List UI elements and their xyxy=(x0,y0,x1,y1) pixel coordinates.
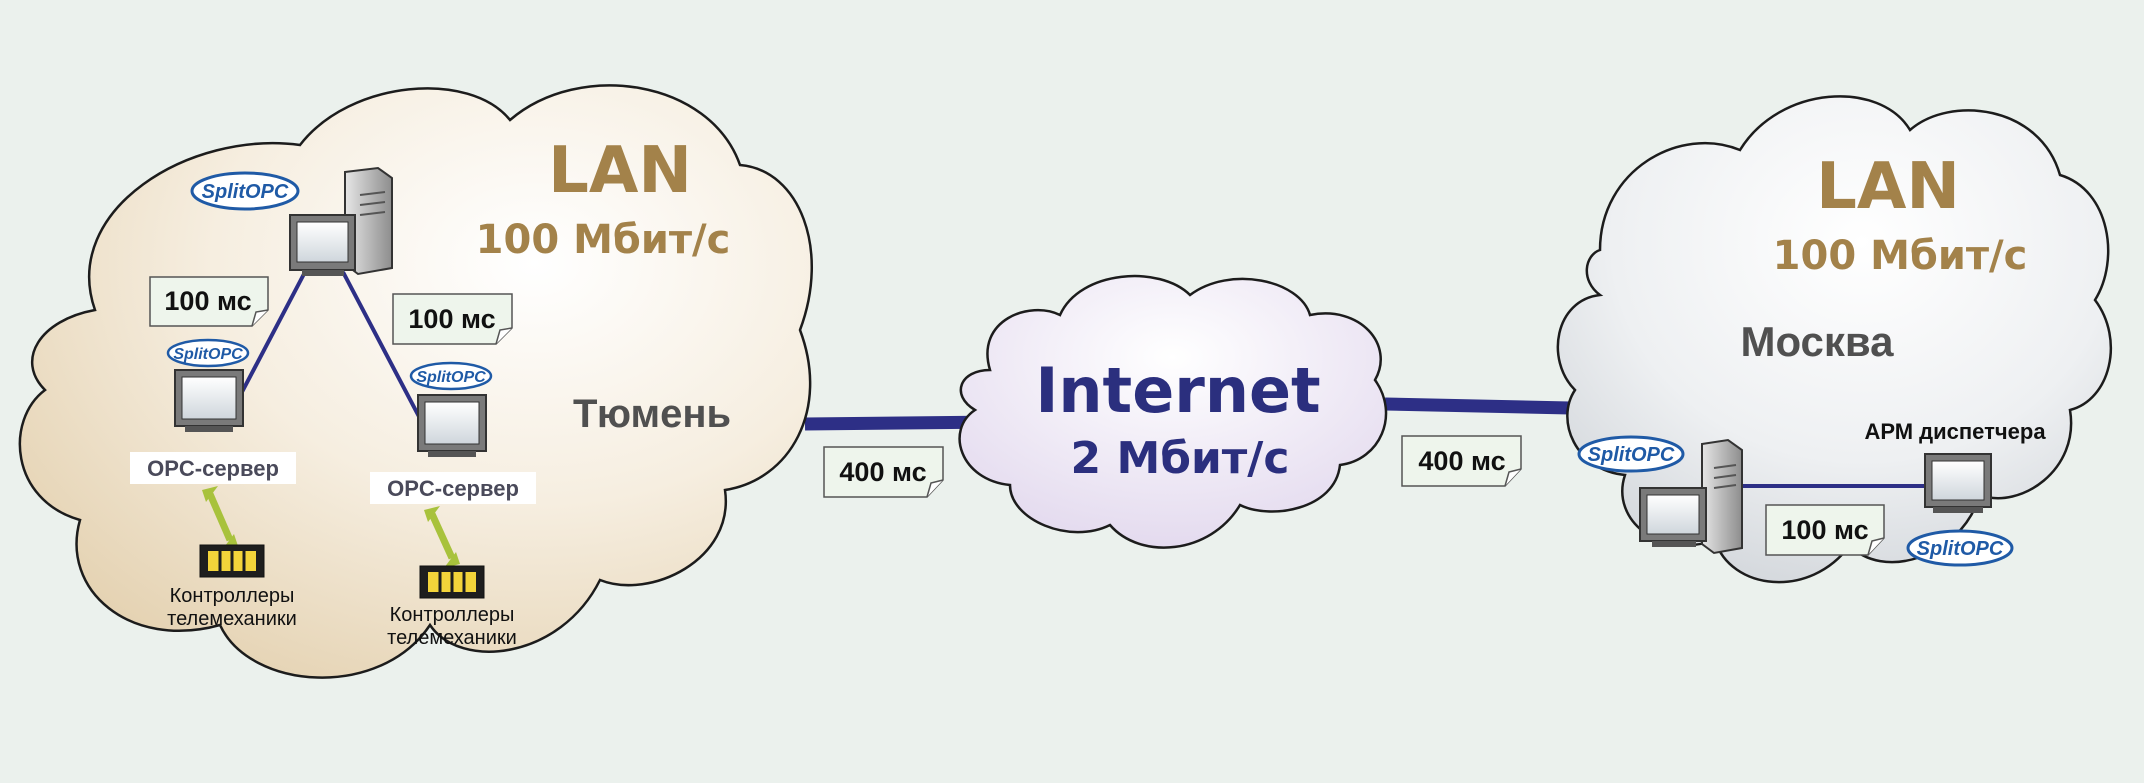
splitopc-logo-text: SplitOPC xyxy=(173,346,243,363)
note-fold xyxy=(495,327,513,345)
controller-1-label-line2: телемеханики xyxy=(167,608,297,630)
splitopc-logo: SplitOPC xyxy=(1577,435,1685,473)
splitopc-logo-ellipse xyxy=(1577,435,1685,473)
moscow-server-case-slot xyxy=(1713,464,1737,469)
moscow-server-stand xyxy=(1652,541,1696,547)
controller-1: Контроллеры телемеханики xyxy=(167,544,297,630)
controller-2-label-line2: телемеханики xyxy=(387,627,517,649)
latency-note-wan-left: 400 мс xyxy=(823,446,944,498)
moscow-lan-label: LAN xyxy=(1816,150,1960,224)
splitopc-logo-text: SplitOPC xyxy=(202,181,289,203)
controller-2-label-line1: Контроллеры xyxy=(390,604,515,626)
splitopc-logo-text: SplitOPC xyxy=(416,369,486,386)
splitopc-logo: SplitOPC xyxy=(409,361,493,391)
opc2-stand xyxy=(428,451,476,457)
link-server-opc2 xyxy=(341,271,427,429)
moscow-speed-label: 100 Мбит/с xyxy=(1773,233,2028,279)
tyumen-lan-label: LAN xyxy=(548,134,692,208)
tyumen-lan-links xyxy=(240,271,427,429)
link-server-opc1 xyxy=(240,271,307,393)
server-screen xyxy=(296,221,349,263)
latency-note-wan-right: 400 мс xyxy=(1401,435,1522,487)
latency-note-tyumen-1: 100 мс xyxy=(149,276,269,327)
note-text: 400 мс xyxy=(839,457,926,487)
tyumen-city-label: Тюмень xyxy=(573,392,731,436)
splitopc-logo-ellipse xyxy=(190,171,300,211)
internet-speed: 2 Мбит/с xyxy=(1071,433,1290,484)
note-text: 100 мс xyxy=(164,286,251,316)
internet-cloud-shape xyxy=(958,274,1388,549)
server-case-slot xyxy=(359,191,386,196)
note-fold xyxy=(1867,537,1885,556)
arrow-head-up xyxy=(424,506,440,522)
opc1-label: OPC-сервер xyxy=(147,456,279,481)
splitopc-logo: SplitOPC xyxy=(166,338,250,368)
note-fold xyxy=(926,479,944,498)
tyumen-speed-label: 100 Мбит/с xyxy=(476,217,731,263)
splitopc-logo-text: SplitOPC xyxy=(1917,538,2004,560)
opc2-screen xyxy=(424,401,480,445)
note-fold xyxy=(1504,468,1522,487)
latency-note-tyumen-2: 100 мс xyxy=(392,293,513,345)
moscow-city-label: Москва xyxy=(1740,318,1894,365)
latency-note-moscow: 100 мс xyxy=(1765,504,1885,556)
opc2-label-box xyxy=(370,472,536,504)
internet-title: Internet xyxy=(1035,354,1320,427)
moscow-server-case-slot xyxy=(1713,474,1737,479)
opc1-screen xyxy=(181,376,237,420)
workstation-stand xyxy=(1933,507,1983,513)
opc-server-1: OPC-сервер xyxy=(130,369,296,484)
workstation-label: АРМ диспетчера xyxy=(1864,419,2046,444)
arrow-head-down xyxy=(444,552,460,568)
workstation-screen xyxy=(1931,460,1985,501)
moscow-server-case-slot xyxy=(1713,484,1737,489)
opc2-label: OPC-сервер xyxy=(387,476,519,501)
arrow-opc1-controller xyxy=(206,492,234,542)
moscow-workstation xyxy=(1924,453,1992,513)
note-fold xyxy=(251,309,269,327)
splitopc-logo-ellipse xyxy=(1906,529,2014,567)
note-text: 400 мс xyxy=(1418,446,1505,476)
server-stand xyxy=(302,270,344,276)
server-case-slot xyxy=(359,201,386,206)
splitopc-logo-ellipse xyxy=(166,338,250,368)
controller-2: Контроллеры телемеханики xyxy=(387,565,517,649)
tyumen-server xyxy=(289,166,393,276)
arrow-opc2-controller xyxy=(428,512,456,560)
splitopc-logo: SplitOPC xyxy=(1906,529,2014,567)
opc1-label-box xyxy=(130,452,296,484)
splitopc-logo-ellipse xyxy=(409,361,493,391)
splitopc-logo: SplitOPC xyxy=(190,171,300,211)
internet-cloud xyxy=(958,274,1388,549)
moscow-server xyxy=(1639,438,1743,555)
link-internet-moscow xyxy=(1384,397,1571,415)
moscow-server-case xyxy=(1701,438,1743,555)
moscow-server-screen xyxy=(1646,494,1700,535)
note-text: 100 мс xyxy=(1781,515,1868,545)
note-text: 100 мс xyxy=(408,304,495,334)
server-case-slot xyxy=(359,211,386,216)
splitopc-logo-text: SplitOPC xyxy=(1588,444,1675,466)
opc-server-2: OPC-сервер xyxy=(370,394,536,504)
arrow-head-up xyxy=(202,486,218,502)
opc1-stand xyxy=(185,426,233,432)
controller-1-label-line1: Контроллеры xyxy=(170,585,295,607)
